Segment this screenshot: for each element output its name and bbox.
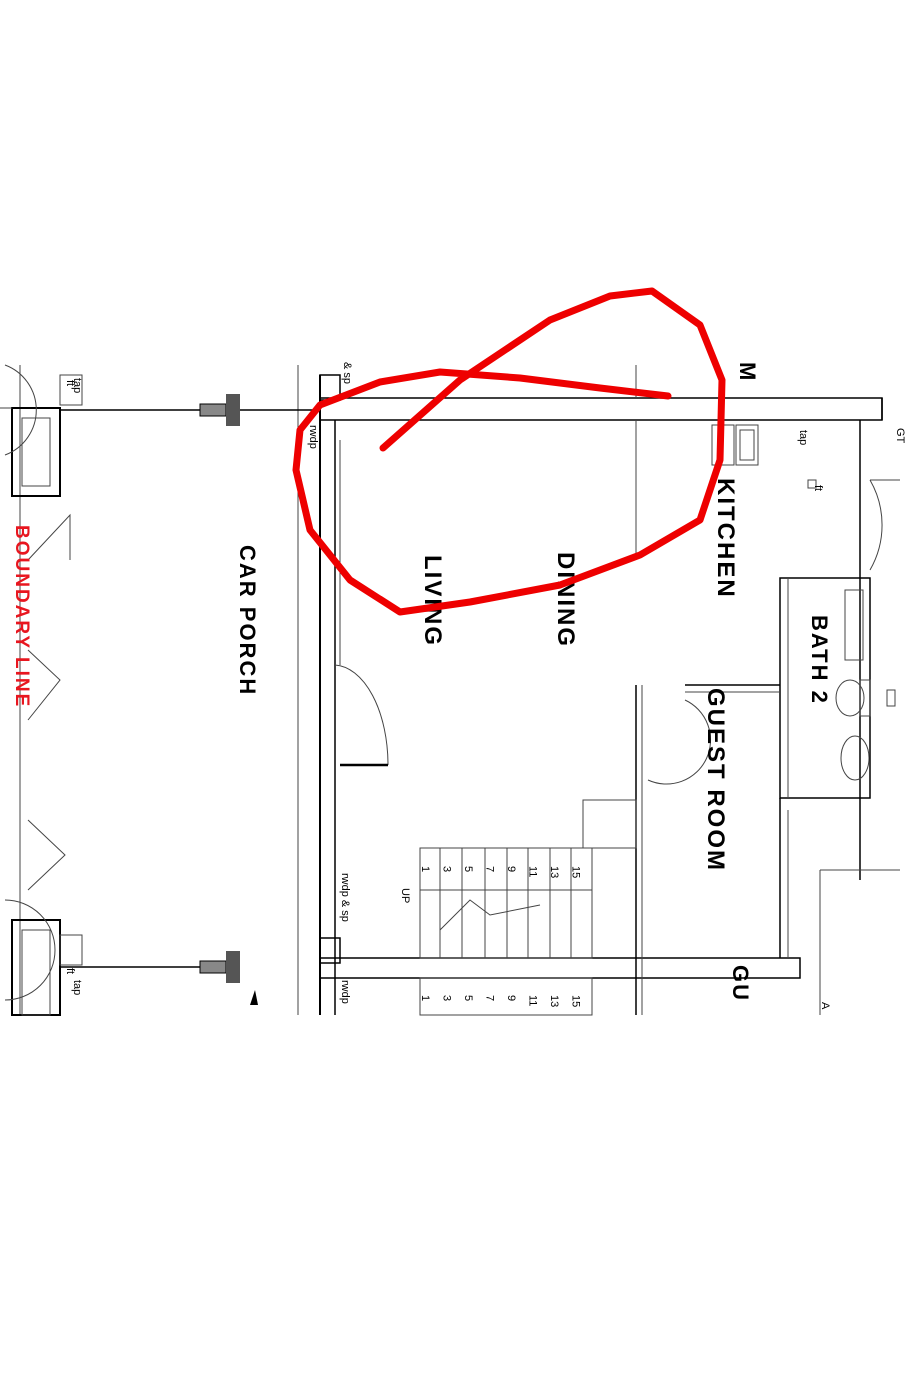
label-a: A: [819, 1002, 831, 1010]
kitchen-sink: [711, 424, 759, 466]
sp-label-top: & sp: [341, 362, 353, 384]
tap-label-top: tap: [71, 378, 83, 393]
stair-number: 7: [484, 995, 496, 1001]
room-label-gu: GU: [728, 965, 753, 1002]
stair-number: 11: [527, 995, 539, 1006]
stair-number: 9: [505, 995, 517, 1001]
boundary-zigzag: [27, 513, 71, 891]
guest-room-label: GUEST ROOM: [702, 688, 729, 872]
up-label: UP: [399, 888, 411, 903]
boundary-line-label: BOUNDARY LINE: [11, 525, 32, 708]
stair-number: 3: [441, 866, 453, 872]
stair-number: 13: [548, 866, 560, 878]
gt-label: GT: [894, 428, 906, 444]
gate-bottom: [60, 951, 258, 1005]
staircase: [419, 799, 637, 1016]
kitchen-door-arc: [869, 479, 883, 571]
living-label: LIVING: [419, 555, 446, 647]
bath-fixtures: [835, 589, 896, 781]
stair-number: 15: [570, 866, 582, 878]
gate-top: [60, 394, 320, 426]
living-door: [334, 664, 389, 767]
stair-number: 5: [462, 995, 474, 1001]
car-porch-label: CAR PORCH: [235, 545, 260, 696]
boundary-pier-top: [0, 364, 83, 497]
ft-label-top: ft: [64, 380, 76, 386]
stair-number: 3: [441, 995, 453, 1001]
rwdp-label-bottom: rwdp: [339, 980, 351, 1004]
stair-number: 7: [484, 866, 496, 872]
tap-label-bottom: tap: [71, 980, 83, 995]
ft-label-bottom: ft: [64, 968, 76, 974]
bath-2-label: BATH 2: [807, 615, 832, 705]
dining-label: DINING: [552, 552, 579, 648]
kitchen-tap-label: tap: [797, 430, 809, 445]
stair-number: 15: [570, 995, 582, 1007]
rwdp-label-top: rwdp: [307, 425, 319, 449]
stair-number: 5: [462, 866, 474, 872]
kitchen-ft-label: ft: [812, 485, 824, 491]
stair-number: 13: [548, 995, 560, 1007]
stair-number: 1: [419, 995, 431, 1001]
stair-number: 11: [527, 866, 539, 877]
stair-number: 1: [419, 866, 431, 872]
red-annotation-loop: [292, 287, 726, 616]
kitchen-label: KITCHEN: [712, 478, 739, 599]
boundary-pier-bottom: [4, 899, 83, 1016]
guest-door-arc: [647, 699, 712, 785]
rwdp-sp-label: rwdp & sp: [339, 873, 351, 922]
stair-number: 9: [505, 866, 517, 872]
room-label-m: M: [735, 362, 760, 382]
